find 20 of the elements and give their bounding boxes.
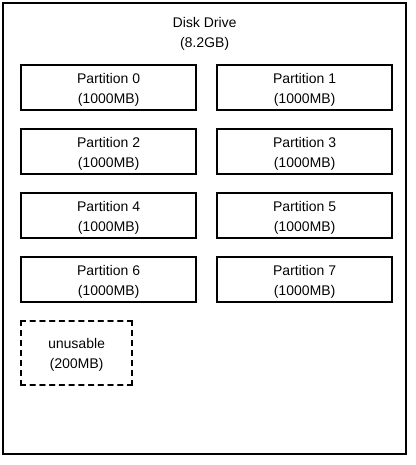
partition-box: [20, 256, 197, 303]
partition-label: Partition 6 (1000MB): [76, 260, 142, 300]
partition-box: [20, 192, 197, 239]
partition-label: unusable (200MB): [47, 334, 106, 373]
partition-box: [216, 64, 393, 111]
partition-box: [216, 128, 393, 175]
partition-label: Partition 1 (1000MB): [272, 68, 338, 108]
partition-box: [20, 64, 197, 111]
partition-label: Partition 7 (1000MB): [272, 260, 338, 300]
partition-label: Partition 4 (1000MB): [76, 196, 142, 236]
partition-label: Partition 3 (1000MB): [272, 132, 338, 172]
partition-label: Partition 0 (1000MB): [76, 68, 142, 108]
drive-title: Disk Drive (8.2GB): [172, 13, 238, 52]
partition-box: [216, 256, 393, 303]
partition-box: [216, 192, 393, 239]
drive-box: [2, 2, 407, 455]
unusable-area-box: [20, 320, 133, 386]
partition-label: Partition 5 (1000MB): [272, 196, 338, 236]
partition-label: Partition 2 (1000MB): [76, 132, 142, 172]
partition-box: [20, 128, 197, 175]
